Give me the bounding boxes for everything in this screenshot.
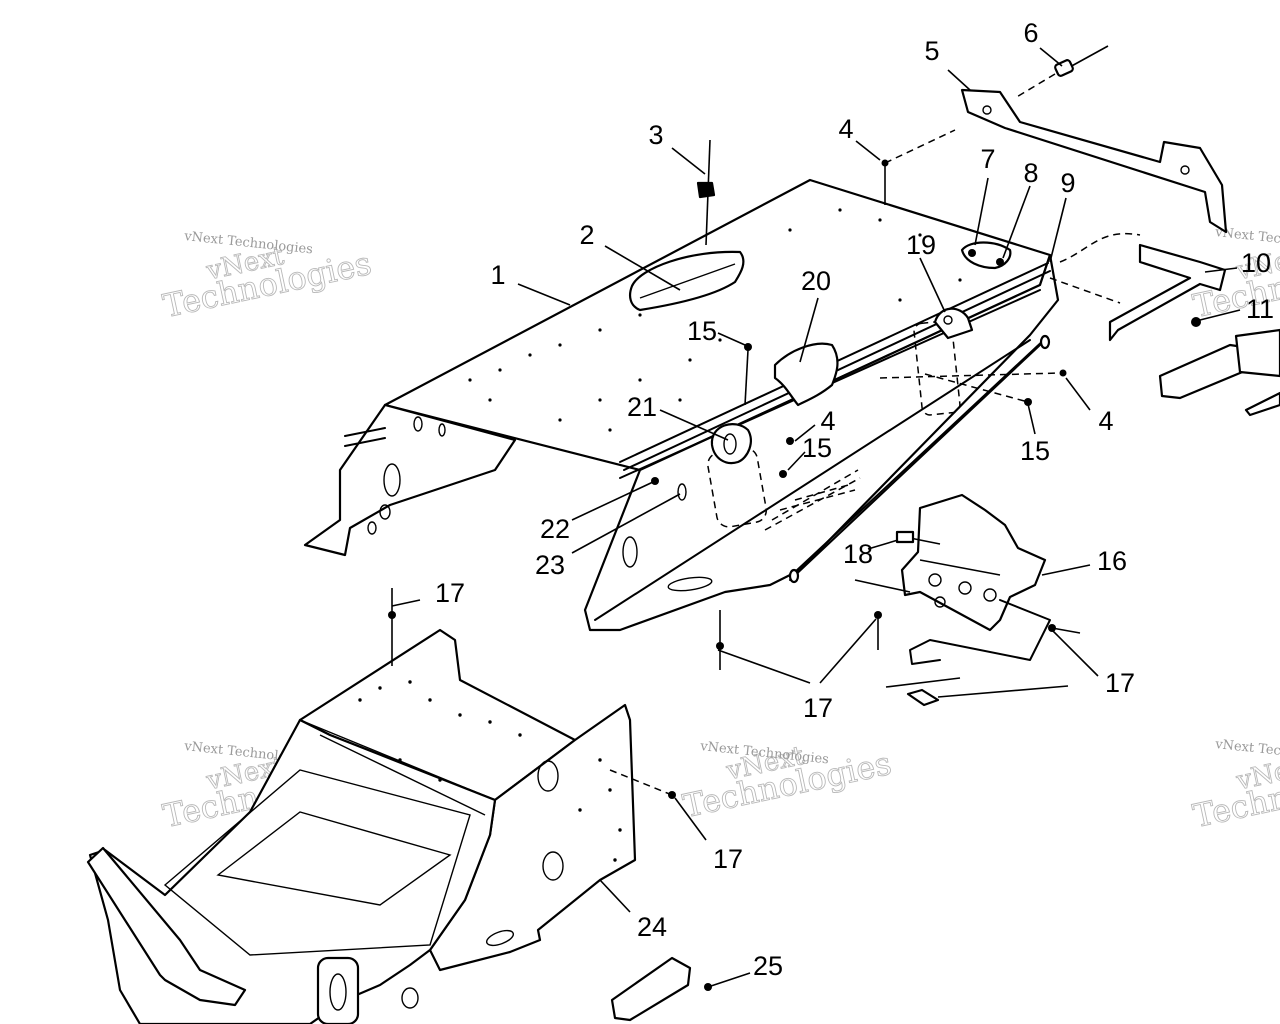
leader-lines	[517, 47, 1241, 913]
deck-bracket	[960, 241, 1012, 270]
skirt-bracket-21	[710, 423, 752, 465]
callout-8: 8	[1023, 158, 1038, 188]
callout-16: 16	[1097, 546, 1127, 576]
callout-15: 15	[687, 316, 717, 346]
callout-17: 17	[435, 578, 465, 608]
engine-mount-16	[895, 493, 1051, 665]
mount-block-11	[1158, 317, 1280, 417]
callout-2: 2	[579, 220, 594, 250]
fasteners-4	[786, 129, 1067, 445]
callout-4: 4	[820, 406, 835, 436]
rear-bracket-plate	[960, 88, 1228, 234]
side-rail-10	[1059, 232, 1227, 342]
frame-rivets	[358, 680, 622, 862]
front-frame-24	[86, 628, 637, 1024]
fasteners-17-lower	[388, 588, 676, 799]
callout-25: 25	[753, 951, 783, 981]
callouts: 1 2 3 4 4 4 5 6 7 8 9 10 11 15 15 15 16 …	[435, 18, 1274, 981]
callout-4: 4	[1098, 406, 1113, 436]
callout-20: 20	[801, 266, 831, 296]
callout-4: 4	[838, 114, 853, 144]
watermark: vNext Technologies	[679, 740, 895, 825]
fasteners-15	[744, 343, 1032, 478]
callout-17: 17	[1105, 668, 1135, 698]
fasteners-17-upper	[716, 579, 1081, 707]
callout-18: 18	[843, 539, 873, 569]
callout-3: 3	[648, 120, 663, 150]
skirt-bracket-19	[933, 307, 974, 340]
callout-21: 21	[627, 392, 657, 422]
vent-pattern	[764, 469, 861, 531]
fasteners-22-23	[651, 477, 687, 501]
callout-7: 7	[980, 144, 995, 174]
assembly-line	[1049, 277, 1121, 304]
rod-clamp	[773, 342, 839, 407]
callout-15: 15	[1020, 436, 1050, 466]
callout-23: 23	[535, 550, 565, 580]
callout-11: 11	[1246, 294, 1274, 324]
callout-19: 19	[906, 230, 936, 260]
bottom-bracket-25	[610, 956, 751, 1022]
callout-22: 22	[540, 514, 570, 544]
callout-10: 10	[1241, 248, 1271, 278]
pin-part	[1014, 45, 1109, 99]
callout-5: 5	[924, 36, 939, 66]
push-rivet	[696, 139, 716, 246]
callout-17: 17	[803, 693, 833, 723]
callout-24: 24	[637, 912, 667, 942]
callout-17: 17	[713, 844, 743, 874]
callout-15: 15	[802, 433, 832, 463]
deck-plate	[629, 250, 745, 312]
callout-9: 9	[1060, 168, 1075, 198]
callout-6: 6	[1023, 18, 1038, 48]
callout-1: 1	[490, 260, 505, 290]
